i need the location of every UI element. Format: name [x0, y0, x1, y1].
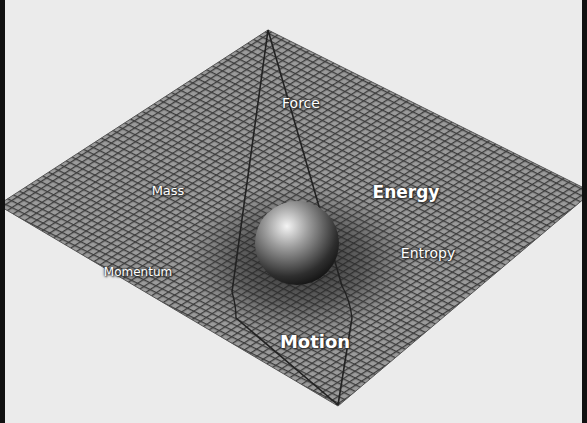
concept-label: Force — [282, 95, 320, 111]
concept-label: Energy — [373, 182, 440, 202]
concept-label: Momentum — [104, 265, 172, 279]
concept-label: Entropy — [401, 245, 455, 261]
concept-label: Motion — [280, 331, 350, 352]
concept-label: Mass — [152, 183, 185, 198]
